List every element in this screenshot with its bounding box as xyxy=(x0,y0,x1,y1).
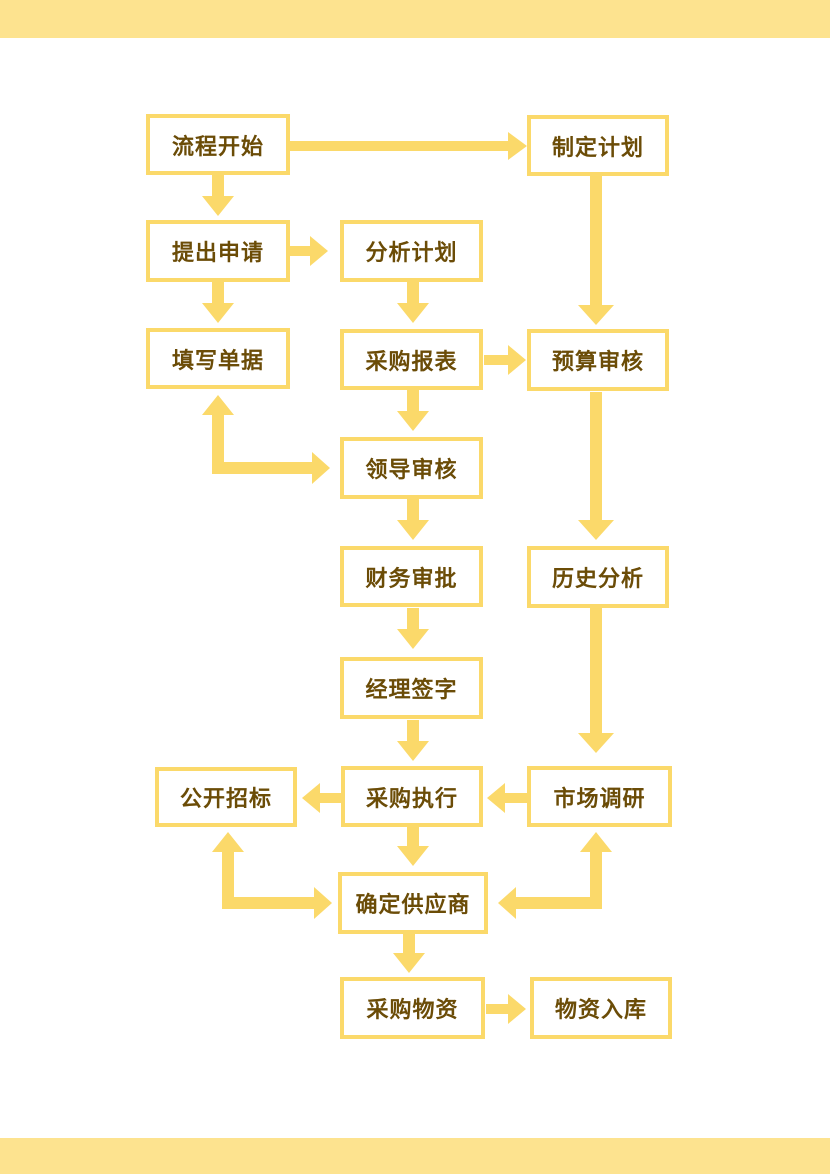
arrow-goods-to-storage xyxy=(486,994,526,1024)
bottom-band xyxy=(0,1138,830,1174)
arrow-history-to-market xyxy=(578,608,614,753)
arrow-budget-to-history xyxy=(578,392,614,540)
arrow-apply-to-fill xyxy=(202,282,234,323)
arrow-apply-to-analyze xyxy=(290,236,328,266)
arrow-leader-to-fill xyxy=(202,395,330,484)
arrow-supplier-to-goods xyxy=(393,933,425,973)
node-leader-review: 领导审核 xyxy=(340,437,483,499)
node-history-analysis: 历史分析 xyxy=(527,546,669,608)
node-plan: 制定计划 xyxy=(527,115,669,176)
node-finance-approve: 财务审批 xyxy=(340,546,483,607)
arrow-analyze-to-report xyxy=(397,282,429,323)
node-analyze-plan: 分析计划 xyxy=(340,220,483,282)
arrow-supplier-to-bid xyxy=(212,832,332,919)
arrow-execute-to-supplier xyxy=(397,826,429,866)
node-manager-sign: 经理签字 xyxy=(340,657,483,719)
node-purchase-execute: 采购执行 xyxy=(341,766,483,827)
node-confirm-supplier: 确定供应商 xyxy=(338,872,488,934)
node-goods-storage: 物资入库 xyxy=(530,977,672,1039)
node-start: 流程开始 xyxy=(146,114,290,175)
node-purchase-report: 采购报表 xyxy=(340,329,483,390)
top-band xyxy=(0,0,830,38)
arrow-supplier-to-market xyxy=(498,832,612,919)
arrow-report-to-budget xyxy=(484,345,526,375)
node-fill-form: 填写单据 xyxy=(146,328,290,389)
node-budget-review: 预算审核 xyxy=(527,329,669,391)
node-purchase-goods: 采购物资 xyxy=(340,977,485,1039)
arrow-manager-to-execute xyxy=(397,720,429,761)
node-public-bid: 公开招标 xyxy=(155,767,297,827)
arrow-finance-to-manager xyxy=(397,608,429,649)
arrow-leader-to-finance xyxy=(397,499,429,540)
node-apply: 提出申请 xyxy=(146,220,290,282)
arrow-report-to-leader xyxy=(397,390,429,431)
arrow-market-to-execute xyxy=(487,783,527,813)
arrow-plan-to-budget xyxy=(578,176,614,325)
node-market-research: 市场调研 xyxy=(527,766,672,827)
arrow-start-to-apply xyxy=(202,175,234,216)
arrow-start-to-plan xyxy=(290,132,527,160)
arrow-execute-to-bid xyxy=(302,783,341,813)
